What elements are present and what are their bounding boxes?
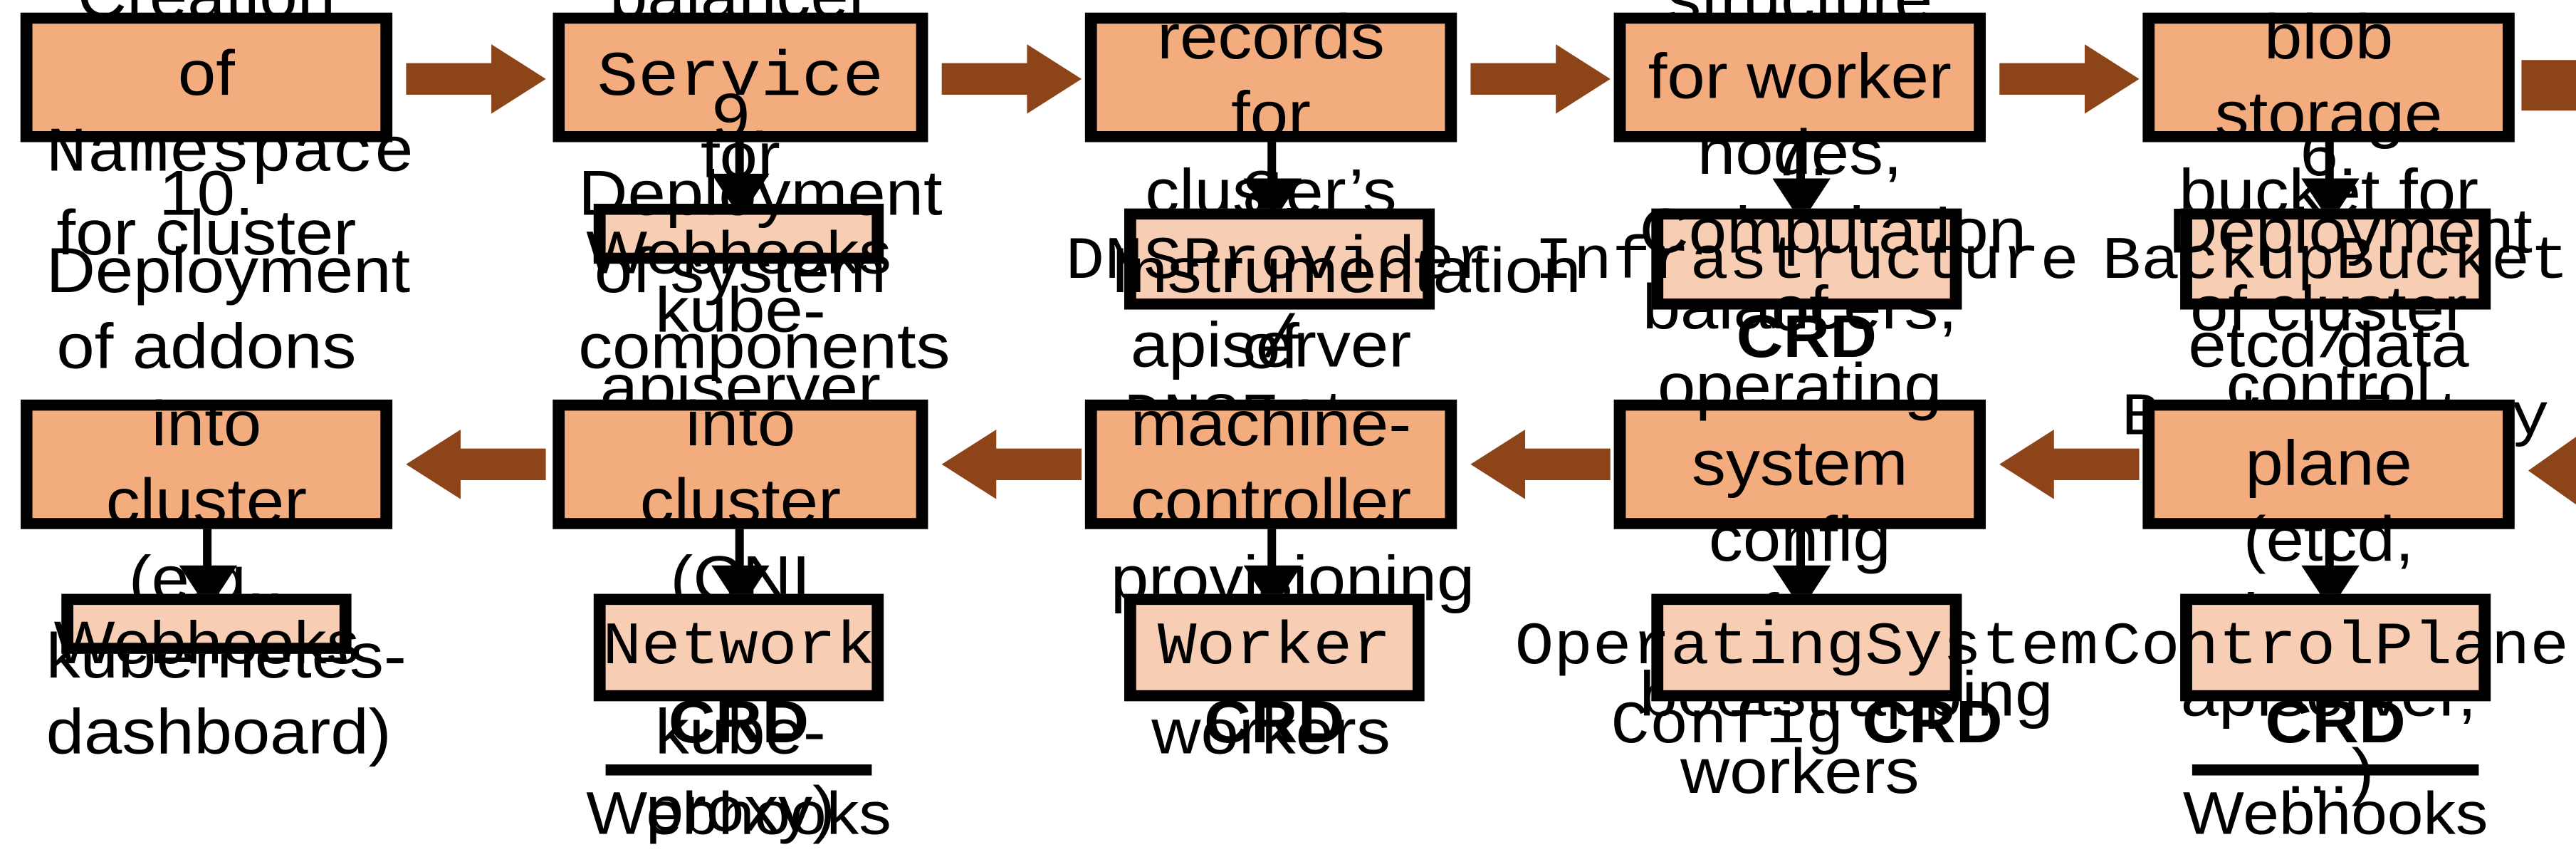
resource-box-step7-osc[interactable]: OperatingSystem Config CRD [1515,593,2098,760]
resource-cell-osc-crd: OperatingSystem Config CRD [1514,614,2099,761]
resource-cell-webhooks: Webhooks [586,221,891,288]
step-box-3[interactable]: 3. Creation of DNS records for cluster’s… [1084,4,1457,381]
resource-cell-webhooks: Webhooks [586,764,891,857]
flow-arrow-7-to-8 [1470,430,1611,499]
flow-arrow-6-to-7 [1999,430,2140,499]
flowchart-canvas: 1. Creation of Namespace for cluster 2. … [20,0,2576,848]
step-box-2[interactable]: 2. Creation of load balancer Service for… [553,0,928,423]
resource-cell-network-crd: Network CRD [602,614,875,756]
resource-cell-infrastructure-crd: Infrastructure CRD [1534,229,2079,370]
step-box-9[interactable]: 9. Deployment of system components into … [553,82,950,846]
resource-cell-controlplane-crd: ControlPlane CRD [2102,614,2570,756]
flow-arrow-3-to-4 [1470,44,1611,114]
resource-box-step10-webhooks[interactable]: Webhooks [54,593,359,677]
resource-cell-webhooks: Webhooks [53,611,360,678]
resource-cell-worker-crd: Worker CRD [1157,614,1391,756]
connector-line-step7 [1796,529,1805,580]
flow-arrow-wrap-5-to-6 [2521,48,2576,506]
resource-box-step9-network[interactable]: Network CRD Webhooks [586,593,891,848]
step-box-8[interactable]: 8. Instrumentation of machine-controller… [1084,160,1581,768]
connector-line-step5 [2325,142,2334,193]
connector-line-step9 [735,529,744,580]
resource-box-step8-worker[interactable]: Worker CRD [1124,593,1425,756]
flow-arrow-8-to-9 [941,430,1082,499]
resource-box-step4-infrastructure[interactable]: Infrastructure CRD [1534,208,2079,370]
connector-line-step8 [1267,529,1277,580]
step-box-1[interactable]: 1. Creation of Namespace for cluster [20,0,414,269]
flow-arrowhead-into-step6 [2528,430,2576,511]
connector-line-step2 [735,142,744,187]
resource-box-step2-webhooks[interactable]: Webhooks [586,203,891,287]
step-box-6[interactable]: 6. Deployment of cluster control plane (… [2142,120,2533,806]
step-box-10[interactable]: 10. Deployment of addons into cluster (e… [20,160,410,768]
step-box-7[interactable]: 7. Computation of operating system confi… [1613,120,2053,806]
connector-line-step4 [1796,142,1805,193]
flow-arrow-4-to-5 [1999,44,2140,114]
flow-arrow-9-to-10 [406,430,546,499]
connector-line-step3 [1267,142,1277,193]
resource-cell-webhooks: Webhooks [2183,764,2488,857]
connector-line-step10 [203,529,212,580]
flow-arrow-2-to-3 [941,44,1082,114]
step-1-label: 1. Creation of Namespace for cluster [46,0,415,269]
flow-arrow-1-to-2 [406,44,546,114]
connector-line-step6 [2325,529,2334,580]
resource-box-step6-controlplane[interactable]: ControlPlane CRD Webhooks [2102,593,2569,848]
